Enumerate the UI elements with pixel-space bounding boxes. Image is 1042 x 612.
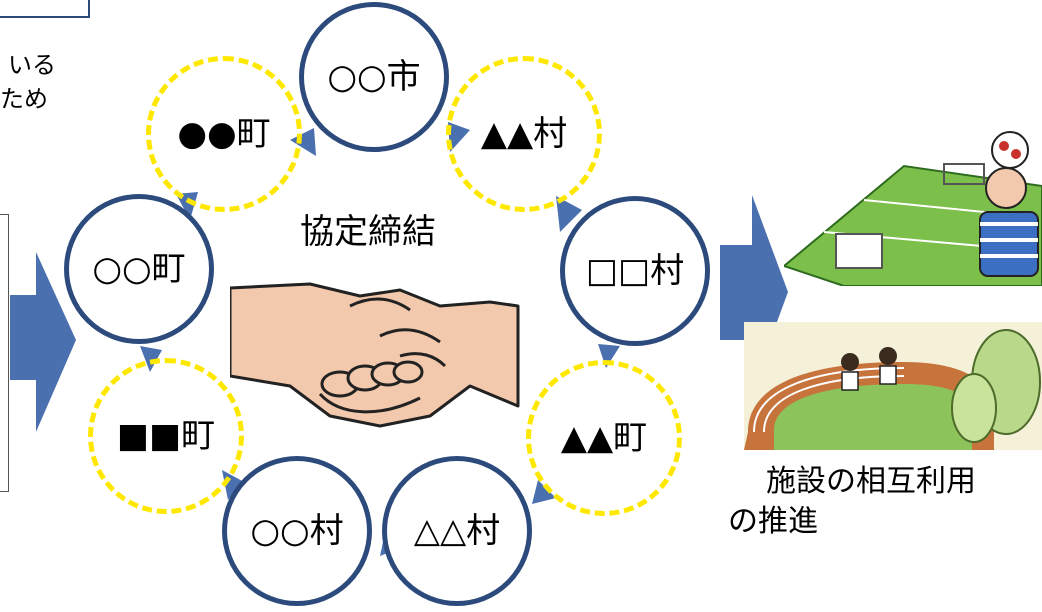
connector-wedge bbox=[290, 128, 316, 156]
connector-wedge bbox=[598, 344, 620, 368]
node-village-oo: ○○村 bbox=[222, 456, 372, 606]
left-text-line1: いる bbox=[8, 51, 56, 79]
running-track-illustration bbox=[744, 322, 1042, 450]
node-town-tri-label: ▲▲町 bbox=[560, 418, 648, 458]
node-village-sq: □□村 bbox=[560, 196, 710, 346]
result-caption: 施設の相互利用 の推進 bbox=[728, 462, 976, 542]
node-town-tri: ▲▲町 bbox=[526, 360, 682, 516]
node-city-label: ○○市 bbox=[327, 57, 421, 97]
node-town-sq-label: ■■町 bbox=[116, 416, 216, 456]
soccer-field-illustration bbox=[784, 131, 1042, 286]
node-town-dot-label: ●●町 bbox=[177, 114, 271, 154]
node-city: ○○市 bbox=[299, 2, 449, 152]
agreement-label: 協定締結 bbox=[300, 212, 436, 252]
left-text-fragment: いる ため bbox=[0, 48, 56, 116]
result-caption-line1: 施設の相互利用 bbox=[766, 464, 976, 499]
left-text-line2: ため bbox=[0, 85, 48, 113]
left-flow-arrow bbox=[10, 252, 76, 432]
result-caption-line2: の推進 bbox=[728, 504, 818, 539]
node-town-sq: ■■町 bbox=[88, 358, 244, 514]
node-village-tri-label: ▲▲村 bbox=[480, 114, 568, 154]
handshake-illustration bbox=[230, 282, 520, 428]
node-village-sq-label: □□村 bbox=[585, 251, 685, 291]
top-left-box bbox=[0, 0, 90, 18]
left-side-box bbox=[0, 214, 9, 492]
node-village-wtri: △△村 bbox=[382, 456, 532, 606]
right-flow-arrow bbox=[720, 195, 788, 390]
connector-wedge bbox=[532, 480, 556, 504]
node-village-oo-label: ○○村 bbox=[250, 511, 344, 551]
node-town-dot: ●●町 bbox=[146, 56, 302, 212]
node-town-oo: ○○町 bbox=[64, 194, 214, 344]
node-village-wtri-label: △△村 bbox=[413, 511, 501, 551]
node-town-oo-label: ○○町 bbox=[92, 249, 186, 289]
connector-wedge bbox=[556, 196, 582, 232]
node-village-tri: ▲▲村 bbox=[446, 56, 602, 212]
